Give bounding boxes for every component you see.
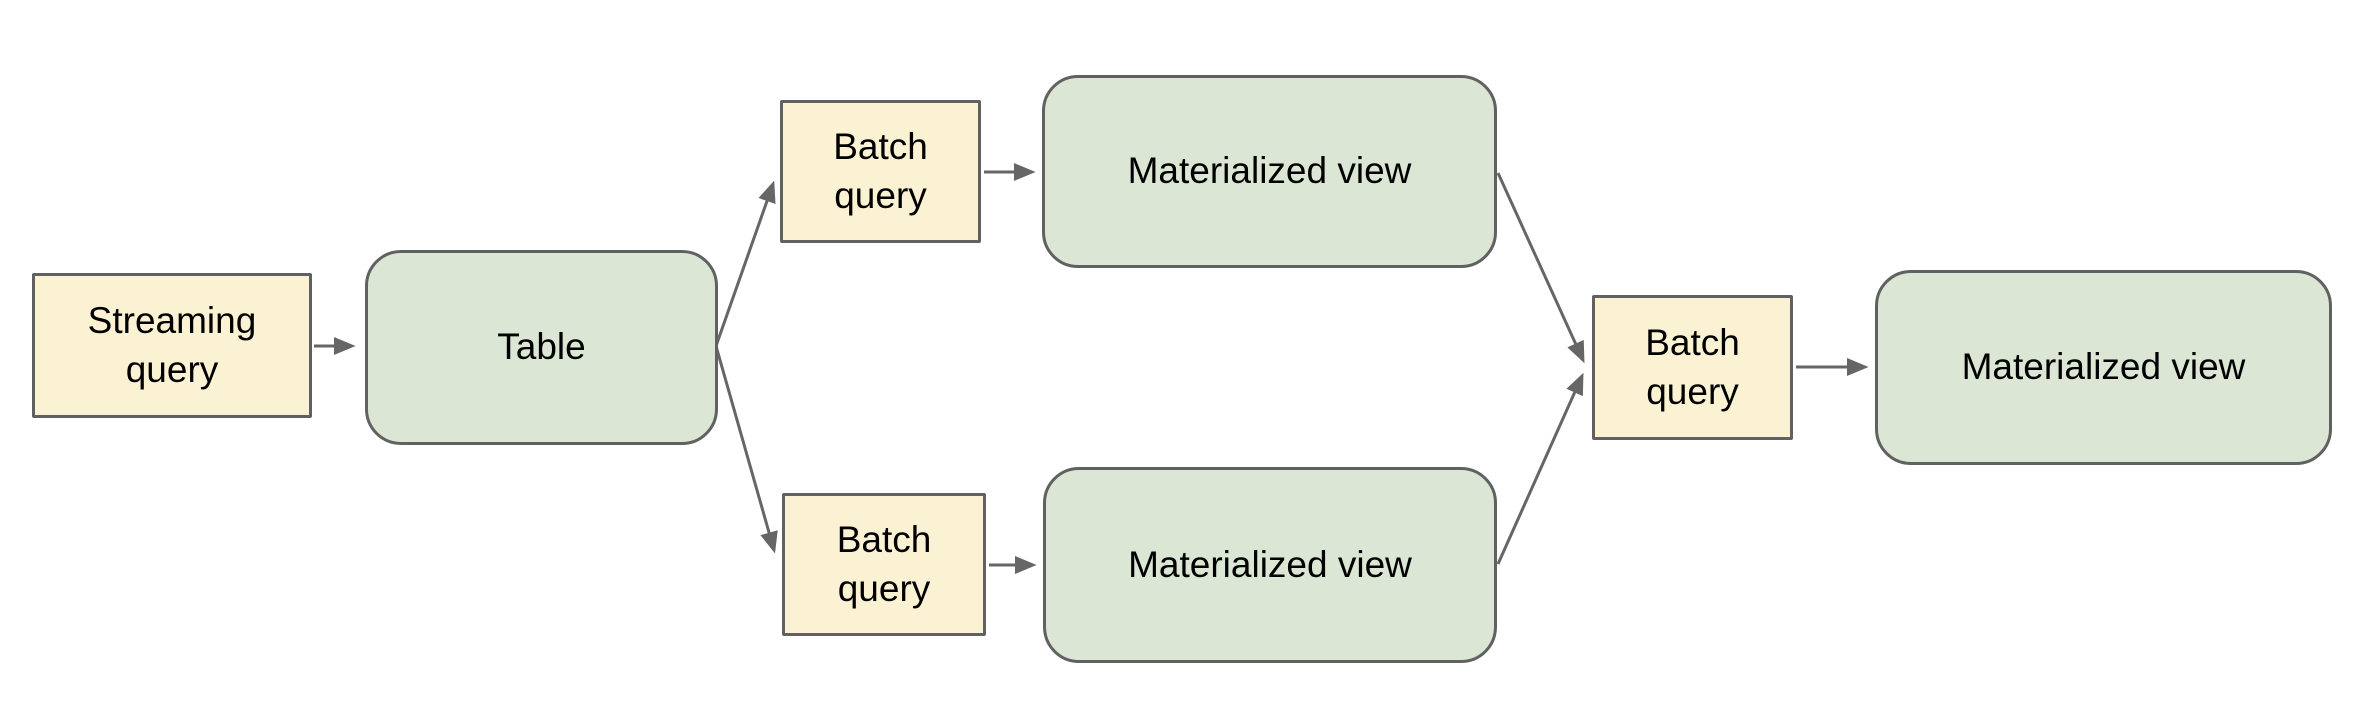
edge-materialized-view-bottom-to-batch-query-right (1496, 372, 1584, 565)
node-batch-query-bottom: Batch query (782, 493, 986, 636)
node-table: Table (365, 250, 718, 445)
node-label: Streaming query (87, 299, 257, 390)
node-batch-query-right: Batch query (1592, 295, 1793, 440)
node-label: Batch query (1645, 321, 1740, 412)
node-label: Batch query (833, 125, 928, 216)
node-label: Materialized view (1961, 346, 2246, 388)
node-label: Materialized view (1128, 543, 1412, 585)
node-materialized-view-bottom: Materialized view (1043, 467, 1497, 663)
edge-table-to-batch-query-top (714, 180, 776, 347)
edge-materialized-view-top-to-batch-query-right (1496, 172, 1585, 364)
node-batch-query-top: Batch query (780, 100, 981, 243)
node-label: Batch query (836, 518, 932, 609)
node-streaming-query: Streaming query (32, 273, 312, 418)
node-label: Materialized view (1127, 150, 1412, 192)
edge-table-to-batch-query-bottom (714, 345, 778, 554)
node-materialized-view-top: Materialized view (1042, 75, 1497, 268)
node-materialized-view-final: Materialized view (1875, 270, 2332, 465)
node-label: Table (497, 326, 586, 368)
